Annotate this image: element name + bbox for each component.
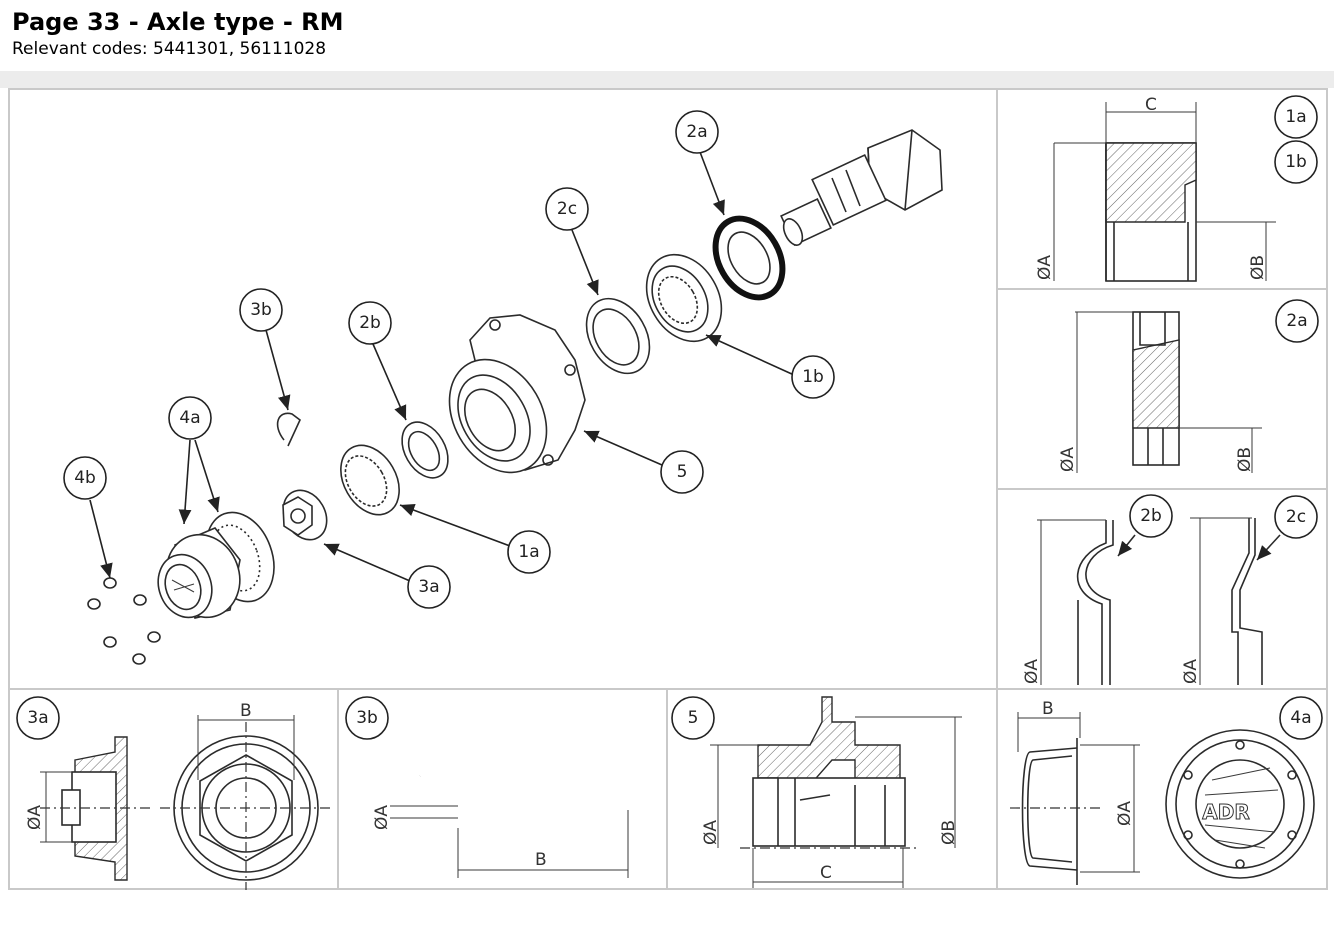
dim-ob: ØB bbox=[1248, 255, 1268, 280]
svg-text:2b: 2b bbox=[359, 313, 381, 333]
castle-nut-3a bbox=[282, 489, 328, 541]
svg-text:1a: 1a bbox=[518, 542, 539, 562]
callout-1a-detail: 1a bbox=[1274, 95, 1318, 139]
dim-oa: ØA bbox=[1181, 659, 1201, 684]
dim-ob: ØB bbox=[939, 820, 959, 845]
callout-2c: 2c bbox=[545, 187, 589, 231]
svg-text:5: 5 bbox=[688, 708, 699, 728]
callout-5-detail: 5 bbox=[671, 696, 715, 740]
bearing-1a bbox=[340, 444, 400, 516]
dim-oa: ØA bbox=[372, 805, 392, 830]
hub-cap-4a bbox=[157, 511, 275, 619]
svg-text:1a: 1a bbox=[1285, 107, 1306, 127]
callout-2c-detail: 2c bbox=[1274, 495, 1318, 539]
section-bearing-1a-1b: C ØA ØB bbox=[1035, 95, 1276, 282]
callout-2a-detail: 2a bbox=[1275, 299, 1319, 343]
detail-split-pin-3b: B ØA bbox=[372, 716, 631, 878]
callout-1b-detail: 1b bbox=[1274, 140, 1318, 184]
svg-text:3a: 3a bbox=[27, 708, 48, 728]
callout-2b-detail: 2b bbox=[1129, 494, 1173, 538]
dim-oa: ØA bbox=[1035, 255, 1055, 280]
detail-hub-5: C ØA ØB bbox=[701, 696, 962, 888]
dim-b: B bbox=[1042, 699, 1054, 719]
page-title: Page 33 - Axle type - RM bbox=[12, 8, 344, 36]
relevant-codes: Relevant codes: 5441301, 56111028 bbox=[12, 39, 327, 59]
section-seal-2a: ØA ØB bbox=[1058, 311, 1262, 473]
svg-text:2b: 2b bbox=[1140, 506, 1162, 526]
callout-4a: 4a bbox=[168, 396, 212, 440]
callout-3a-detail: 3a bbox=[16, 696, 60, 740]
seal-2a bbox=[712, 215, 786, 301]
section-seal-2b: ØA bbox=[1022, 519, 1136, 685]
adr-logo: ADR bbox=[1202, 800, 1249, 824]
separator-band bbox=[0, 71, 1334, 88]
callout-1a: 1a bbox=[507, 530, 551, 574]
callout-4a-detail: 4a bbox=[1279, 696, 1323, 740]
dim-oa: ØA bbox=[25, 805, 45, 830]
callout-3b-detail: 3b bbox=[345, 696, 389, 740]
seal-2c bbox=[585, 297, 651, 375]
axle-stub bbox=[780, 129, 943, 247]
svg-text:4a: 4a bbox=[179, 408, 200, 428]
svg-text:1b: 1b bbox=[1285, 152, 1307, 172]
detail-castle-nut-3a: ØA B bbox=[25, 701, 332, 890]
svg-text:4b: 4b bbox=[74, 468, 96, 488]
dim-oa: ØA bbox=[701, 820, 721, 845]
dim-ob: ØB bbox=[1235, 447, 1255, 472]
svg-text:4a: 4a bbox=[1290, 708, 1311, 728]
dim-b: B bbox=[240, 701, 252, 721]
panel-grid bbox=[9, 89, 1327, 889]
svg-text:2a: 2a bbox=[686, 122, 707, 142]
callout-2a: 2a bbox=[675, 110, 719, 154]
dim-c: C bbox=[1145, 95, 1157, 115]
wheel-hub-5 bbox=[448, 314, 586, 474]
split-pin-3b bbox=[276, 412, 301, 447]
callout-4b: 4b bbox=[63, 456, 107, 500]
svg-text:2c: 2c bbox=[557, 199, 577, 219]
svg-text:5: 5 bbox=[677, 462, 688, 482]
callout-3b: 3b bbox=[239, 288, 283, 332]
dim-oa: ØA bbox=[1115, 801, 1135, 826]
dim-oa: ØA bbox=[1058, 447, 1078, 472]
callout-2b: 2b bbox=[348, 301, 392, 345]
screws-4b bbox=[87, 577, 161, 665]
dim-c: C bbox=[820, 863, 832, 883]
callout-1b: 1b bbox=[791, 355, 835, 399]
page-header: Page 33 - Axle type - RM Relevant codes:… bbox=[12, 6, 344, 60]
dim-oa: ØA bbox=[1022, 659, 1042, 684]
svg-text:2a: 2a bbox=[1286, 311, 1307, 331]
svg-text:3b: 3b bbox=[250, 300, 272, 320]
seal-2b bbox=[401, 421, 449, 479]
main-leaders bbox=[89, 151, 795, 582]
callout-5: 5 bbox=[660, 450, 704, 494]
callout-3a: 3a bbox=[407, 565, 451, 609]
svg-text:3b: 3b bbox=[356, 708, 378, 728]
section-seal-2c: ØA bbox=[1181, 517, 1281, 685]
svg-text:1b: 1b bbox=[802, 367, 824, 387]
bearing-1b bbox=[645, 253, 723, 343]
svg-text:3a: 3a bbox=[418, 577, 439, 597]
detail-hub-cap-4a: B ØA ADR bbox=[1010, 699, 1315, 885]
svg-text:2c: 2c bbox=[1286, 507, 1306, 527]
dim-b: B bbox=[535, 850, 547, 870]
